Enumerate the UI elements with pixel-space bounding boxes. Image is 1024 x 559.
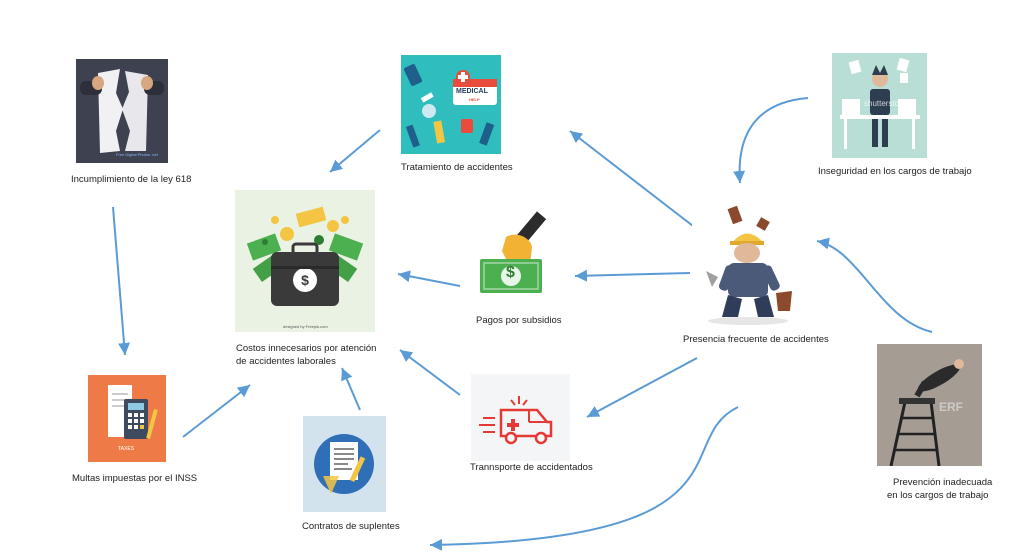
- watermark: shutterstock: [864, 99, 908, 108]
- node-label: Contratos de suplentes: [302, 521, 400, 532]
- medical-sign-line1: MEDICAL: [456, 88, 488, 95]
- node-label: Trannsporte de accidentados: [470, 462, 593, 473]
- node-label: Incumplimiento de la ley 618: [71, 174, 192, 185]
- arrow-presencia-to-transporte: [586, 357, 698, 418]
- hand-money-image: $: [472, 205, 564, 301]
- medical-sign-line2: HELP: [469, 97, 480, 102]
- arrow-multas-to-costos: [182, 384, 251, 438]
- stressed-worker-image: shutterstock: [832, 53, 927, 158]
- injured-worker-image: [692, 195, 814, 327]
- watermark: Free Digital Photos .net: [116, 152, 158, 157]
- arrow-transporte-to-costos: [399, 349, 461, 396]
- money-briefcase-image: $ designed by Freepik.com: [235, 190, 375, 332]
- arrow-incumplimiento-to-multas: [112, 206, 131, 356]
- node-label: Inseguridad en los cargos de trabajo: [818, 166, 972, 177]
- contract-document-image: [303, 416, 386, 512]
- svg-text:$: $: [301, 272, 309, 288]
- node-label-line1: Prevención inadecuada: [893, 477, 993, 488]
- node-label-line2: en los cargos de trabajo: [887, 490, 989, 501]
- taxes-tag: TAXES: [118, 446, 135, 452]
- torn-paper-image: Free Digital Photos .net: [76, 59, 168, 163]
- arrow-tratamiento-to-costos: [329, 129, 381, 173]
- node-label: Pagos por subsidios: [476, 315, 562, 326]
- arrow-presencia-to-tratamiento: [569, 130, 694, 227]
- arrow-prevencion-to-presencia: [816, 237, 933, 333]
- arrow-inseguridad-to-presencia: [733, 97, 809, 184]
- dollar-symbol: $: [506, 264, 515, 281]
- node-label: Presencia frecuente de accidentes: [683, 334, 829, 345]
- watermark: ERF: [939, 400, 963, 414]
- node-label-line2: de accidentes laborales: [236, 356, 336, 367]
- node-label-line1: Costos innecesarios por atención: [236, 343, 377, 354]
- arrow-presencia-to-pagos: [574, 269, 691, 282]
- falling-ladder-image: ERF: [877, 344, 982, 466]
- arrow-prevencion-to-bottom: [429, 406, 739, 551]
- node-label: Multas impuestas por el INSS: [72, 473, 198, 484]
- node-label: Tratamiento de accidentes: [401, 162, 513, 173]
- taxes-calculator-image: TAXES: [88, 375, 166, 462]
- medical-help-image: MEDICAL HELP: [401, 55, 501, 154]
- credit-text: designed by Freepik.com: [283, 324, 328, 329]
- ambulance-image: [471, 374, 570, 461]
- arrow-pagos-to-costos: [397, 270, 461, 287]
- arrow-contratos-to-costos: [341, 367, 361, 411]
